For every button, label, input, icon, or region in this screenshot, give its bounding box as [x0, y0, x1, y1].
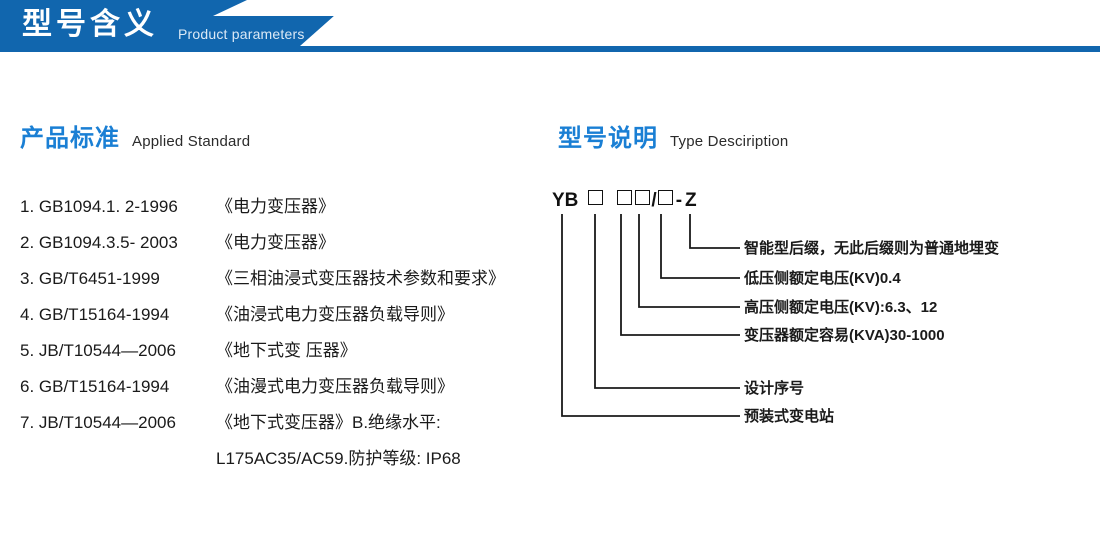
type-code-string: YB /-Z [552, 190, 697, 216]
header-banner-shape [0, 0, 1100, 52]
standard-code: 4. GB/T15164-1994 [20, 305, 170, 324]
callout-label: 智能型后缀，无此后缀则为普通地埋变 [744, 240, 1000, 257]
standard-title: 《电力变压器》 [216, 197, 335, 216]
standard-row: 5. JB/T10544—2006 《地下式变 压器》 [20, 336, 540, 372]
standard-code: 1. GB1094.1. 2-1996 [20, 197, 178, 216]
standard-row: 3. GB/T6451-1999 《三相油浸式变压器技术参数和要求》 [20, 264, 540, 300]
section-heading-type-description: 型号说明 Type Desciription [558, 118, 788, 153]
standard-row: 4. GB/T15164-1994 《油浸式电力变压器负载导则》 [20, 300, 540, 336]
standard-code: 6. GB/T15164-1994 [20, 377, 170, 396]
type-code-literal: - [675, 190, 683, 211]
section-heading-cn: 产品标准 [20, 125, 120, 152]
header-subtitle: Product parameters [178, 26, 305, 42]
placeholder-box-icon [635, 190, 651, 205]
standard-title: 《油浸式电力变压器负载导则》 [216, 305, 454, 324]
callout-leader-line [660, 214, 740, 279]
type-description-diagram: YB /-Z 智能型后缀，无此后缀则为普通地埋变低压侧额定电压(KV)0.4 高压侧… [552, 190, 1092, 424]
standard-title: 《电力变压器》 [216, 233, 335, 252]
standard-title: 《地下式变压器》B.绝缘水平: [216, 413, 441, 432]
standard-code: 2. GB1094.3.5- 2003 [20, 233, 178, 252]
type-code-placeholder-box [588, 190, 604, 212]
callout-label: 预装式变电站 [744, 408, 835, 425]
header-title: 型号含义 [22, 8, 158, 41]
page-header: 型号含义 Product parameters [0, 0, 1100, 58]
section-heading-applied-standard: 产品标准 Applied Standard [20, 118, 250, 153]
callout-label: 高压侧额定电压(KV):6.3、12 [744, 299, 938, 316]
placeholder-box-icon [657, 190, 673, 205]
standard-code: 7. JB/T10544—2006 [20, 413, 176, 432]
type-code-literal: / [651, 190, 657, 211]
type-code-placeholder-box [657, 190, 673, 212]
standard-code: 5. JB/T10544—2006 [20, 341, 176, 360]
callout-leader-line [689, 214, 740, 249]
placeholder-box-icon [588, 190, 604, 205]
type-code-literal: Z [685, 190, 697, 211]
standard-title: 《三相油浸式变压器技术参数和要求》 [216, 269, 505, 288]
section-heading-cn: 型号说明 [558, 125, 658, 152]
callout-leader-line [638, 214, 740, 308]
type-code-placeholder-box [635, 190, 651, 212]
standards-list: 1. GB1094.1. 2-1996《电力变压器》2. GB1094.3.5-… [20, 192, 540, 480]
standard-row: 2. GB1094.3.5- 2003 《电力变压器》 [20, 228, 540, 264]
callout-leader-line [594, 214, 740, 389]
standard-code: 3. GB/T6451-1999 [20, 269, 160, 288]
section-heading-en: Applied Standard [132, 133, 251, 150]
callout-leader-line [561, 214, 740, 417]
standard-title: 《油漫式电力变压器负载导则》 [216, 377, 454, 396]
type-code-placeholder-box [617, 190, 633, 212]
standard-row: 1. GB1094.1. 2-1996 《电力变压器》 [20, 192, 540, 228]
callout-leader-line [620, 214, 740, 336]
standard-title: L175AC35/AC59.防护等级: IP68 [216, 449, 461, 468]
callout-label: 低压侧额定电压(KV)0.4 [744, 270, 901, 287]
callout-leader-lines [561, 214, 740, 417]
type-code-literal: YB [552, 190, 579, 211]
standard-row: 7. JB/T10544—2006 《地下式变压器》B.绝缘水平: [20, 408, 540, 444]
callout-label: 变压器额定容易(KVA)30-1000 [744, 327, 945, 344]
placeholder-box-icon [617, 190, 633, 205]
standard-row: L175AC35/AC59.防护等级: IP68 [20, 444, 540, 480]
standard-row: 6. GB/T15164-1994 《油漫式电力变压器负载导则》 [20, 372, 540, 408]
callout-label: 设计序号 [744, 380, 805, 397]
standard-title: 《地下式变 压器》 [216, 341, 357, 360]
section-heading-en: Type Desciription [670, 133, 789, 150]
